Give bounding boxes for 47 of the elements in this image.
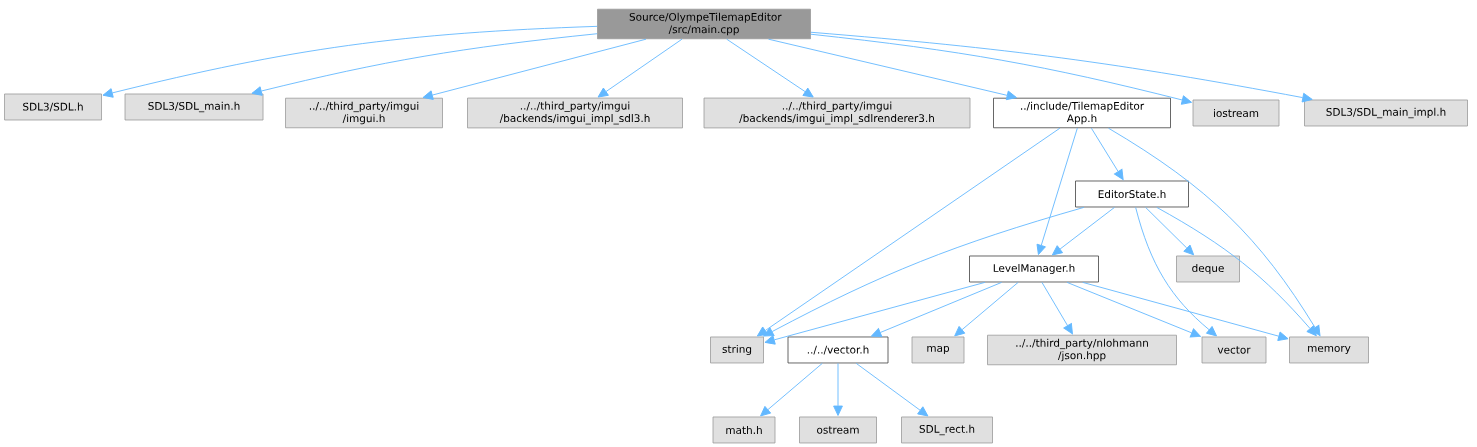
arrow: [251, 33, 598, 96]
header-file-box: SDL_rect.h: [901, 416, 993, 444]
header-file-box: map: [911, 336, 965, 364]
header-file-box: iostream: [1192, 99, 1280, 127]
arrow: [855, 362, 929, 417]
arrow: [422, 38, 647, 100]
arrow: [1145, 206, 1195, 256]
arrow: [1156, 206, 1317, 337]
arrow: [871, 281, 1003, 338]
arrow: [1066, 281, 1202, 338]
arrow: [1082, 281, 1289, 341]
root-file-box: Source/OlympeTilemapEditor /src/main.cpp: [597, 8, 811, 40]
arrow: [833, 362, 843, 416]
arrow: [810, 33, 1192, 105]
header-file-box: ../include/TilemapEditor App.h: [993, 97, 1171, 129]
header-file-box: math.h: [712, 416, 776, 444]
header-file-box: ../../vector.h: [787, 336, 889, 364]
arrow: [763, 206, 1085, 337]
arrow: [1108, 127, 1321, 337]
arrow: [768, 38, 1017, 101]
header-file-box: memory: [1289, 336, 1369, 364]
arrow: [726, 38, 814, 98]
arrow: [1135, 206, 1217, 337]
header-file-box: ../../third_party/imgui /backends/imgui_impl_sdlrenderer3.h: [703, 97, 971, 129]
header-file-box: SDL3/SDL_main.h: [124, 93, 264, 121]
arrow: [1036, 127, 1078, 255]
arrow: [1090, 127, 1124, 181]
header-file-box: deque: [1176, 255, 1240, 283]
header-file-box: string: [710, 336, 764, 364]
arrow: [764, 281, 986, 345]
header-file-box: SDL3/SDL_main_impl.h: [1304, 99, 1468, 127]
header-file-box: ../../third_party/imgui /imgui.h: [285, 97, 443, 129]
header-file-box: EditorState.h: [1075, 180, 1189, 208]
header-file-box: vector: [1201, 336, 1267, 364]
arrow: [597, 38, 683, 98]
arrow: [1041, 281, 1073, 335]
header-file-box: ../../third_party/nlohmann /json.hpp: [987, 334, 1177, 366]
arrow: [760, 362, 823, 417]
arrow: [102, 25, 598, 98]
arrow: [756, 127, 1061, 337]
header-file-box: ostream: [799, 416, 877, 444]
arrow: [810, 31, 1313, 103]
header-file-box: ../../third_party/imgui /backends/imgui_impl_sdl3.h: [467, 97, 683, 129]
header-file-box: SDL3/SDL.h: [4, 93, 102, 121]
arrow: [1051, 206, 1115, 256]
header-file-box: LevelManager.h: [969, 255, 1099, 283]
arrow: [954, 281, 1019, 337]
